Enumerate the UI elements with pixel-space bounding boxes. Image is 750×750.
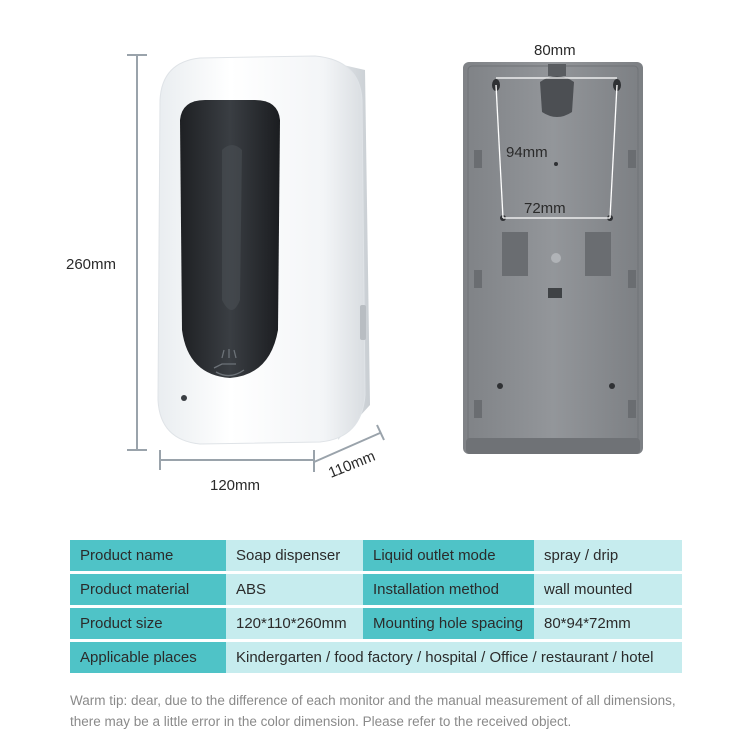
back-bottom-spacing-label: 72mm <box>524 200 566 217</box>
spec-label: Applicable places <box>70 642 226 673</box>
spec-value: Kindergarten / food factory / hospital /… <box>226 642 682 673</box>
back-top-spacing-label: 80mm <box>534 42 576 59</box>
spec-row: Product size 120*110*260mm Mounting hole… <box>70 608 682 639</box>
dispenser-front-view <box>157 55 370 445</box>
product-drawing <box>127 54 643 472</box>
spec-row: Applicable places Kindergarten / food fa… <box>70 642 682 673</box>
spec-value: Soap dispenser <box>226 540 363 571</box>
spec-label: Liquid outlet mode <box>363 540 534 571</box>
spec-label: Installation method <box>363 574 534 605</box>
spec-value: 120*110*260mm <box>226 608 363 639</box>
spec-value: 80*94*72mm <box>534 608 682 639</box>
warm-tip: Warm tip: dear, due to the difference of… <box>70 693 676 729</box>
spec-table: Product name Soap dispenser Liquid outle… <box>70 540 682 676</box>
height-label: 260mm <box>66 256 117 273</box>
spec-label: Product name <box>70 540 226 571</box>
height-dimension-line <box>127 54 147 451</box>
spec-value: ABS <box>226 574 363 605</box>
spec-label: Mounting hole spacing <box>363 608 534 639</box>
width-dimension-line <box>159 424 385 472</box>
hand-sensor-icon <box>213 349 245 377</box>
spec-row: Product material ABS Installation method… <box>70 574 682 605</box>
spec-value: spray / drip <box>534 540 682 571</box>
back-vertical-spacing-label: 94mm <box>506 144 548 161</box>
spec-row: Product name Soap dispenser Liquid outle… <box>70 540 682 571</box>
dispenser-back-view <box>463 62 643 454</box>
spec-value: wall mounted <box>534 574 682 605</box>
width-label: 120mm <box>210 477 261 494</box>
indicator-light <box>181 395 187 401</box>
spec-label: Product size <box>70 608 226 639</box>
spec-label: Product material <box>70 574 226 605</box>
